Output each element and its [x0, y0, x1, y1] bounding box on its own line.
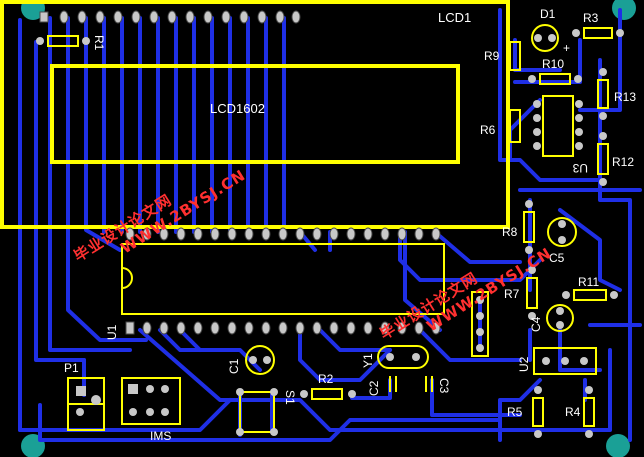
r8-label: R8 [502, 225, 518, 239]
switch-s1: S1 [236, 388, 297, 436]
copper-traces [18, 8, 642, 442]
resistor-r9: R9 [484, 41, 521, 71]
r12-label: R12 [612, 155, 634, 169]
u1-label: U1 [105, 324, 119, 340]
d1-label: D1 [540, 7, 556, 21]
mount-hole-tl [21, 0, 45, 20]
y1-label: Y1 [361, 353, 375, 368]
u3-label: U3 [572, 161, 588, 175]
u1-outline [121, 243, 445, 315]
mcu-u1: U1 [105, 227, 445, 340]
lcd-part-label: LCD1602 [210, 101, 265, 116]
pin-header [471, 291, 489, 357]
r3-label: R3 [583, 11, 599, 25]
ic-u3: U3 [533, 95, 588, 175]
d1-plus-label: + [563, 41, 570, 55]
resistor-r7: R7 [504, 266, 538, 320]
lcd-outline [0, 0, 510, 229]
regulator-u2: U2 [517, 347, 597, 375]
r11-label: R11 [578, 275, 599, 289]
c1-label: C1 [227, 358, 241, 374]
crystal-y1: Y1 [361, 345, 429, 369]
resistor-r13: R13 [597, 68, 636, 120]
capacitor-c2: C2 [367, 376, 397, 396]
resistor-r10: R10 [528, 57, 582, 85]
mount-hole-tr [612, 0, 636, 20]
u2-label: U2 [517, 356, 531, 372]
u1-top-pads [125, 227, 441, 241]
connector-ims: IMS [121, 377, 181, 443]
c4-label: C4 [529, 316, 543, 332]
led-d1: D1 + [531, 7, 570, 55]
r10-label: R10 [542, 57, 564, 71]
c2-label: C2 [367, 380, 381, 396]
p1-label: P1 [64, 361, 79, 375]
r1-label: R1 [92, 35, 106, 51]
capacitor-c5: C5 [547, 217, 577, 265]
mount-hole-br [606, 434, 630, 457]
ims-label: IMS [150, 429, 171, 443]
resistor-r8: R8 [502, 200, 535, 254]
r7-label: R7 [504, 287, 520, 301]
s1-label: S1 [283, 390, 297, 405]
capacitor-c1: C1 [227, 345, 275, 375]
c5-label: C5 [549, 251, 565, 265]
resistor-r4: R4 [565, 386, 595, 438]
resistor-r1: R1 [36, 35, 106, 51]
lcd-ref-label: LCD1 [438, 10, 471, 25]
capacitor-c4: C4 [529, 304, 574, 332]
c3-label: C3 [437, 378, 451, 394]
r4-label: R4 [565, 405, 581, 419]
r2-label: R2 [318, 372, 334, 386]
resistor-r12: R12 [597, 132, 634, 186]
capacitor-c3: C3 [425, 376, 451, 394]
r13-label: R13 [614, 90, 636, 104]
resistor-r11: R11 [562, 275, 618, 301]
r9-label: R9 [484, 49, 500, 63]
u1-bottom-pads [125, 321, 441, 335]
resistor-r6: R6 [480, 109, 521, 143]
resistor-r3: R3 [572, 11, 624, 39]
r6-label: R6 [480, 123, 496, 137]
lcd-window [50, 64, 460, 164]
r5-label: R5 [507, 405, 523, 419]
resistor-r5: R5 [507, 386, 544, 438]
resistor-r2: R2 [300, 372, 356, 400]
lcd-module: LCD1 LCD1602 [0, 0, 510, 229]
lcd-header-pads [39, 10, 301, 24]
connector-p1: P1 [64, 361, 105, 431]
